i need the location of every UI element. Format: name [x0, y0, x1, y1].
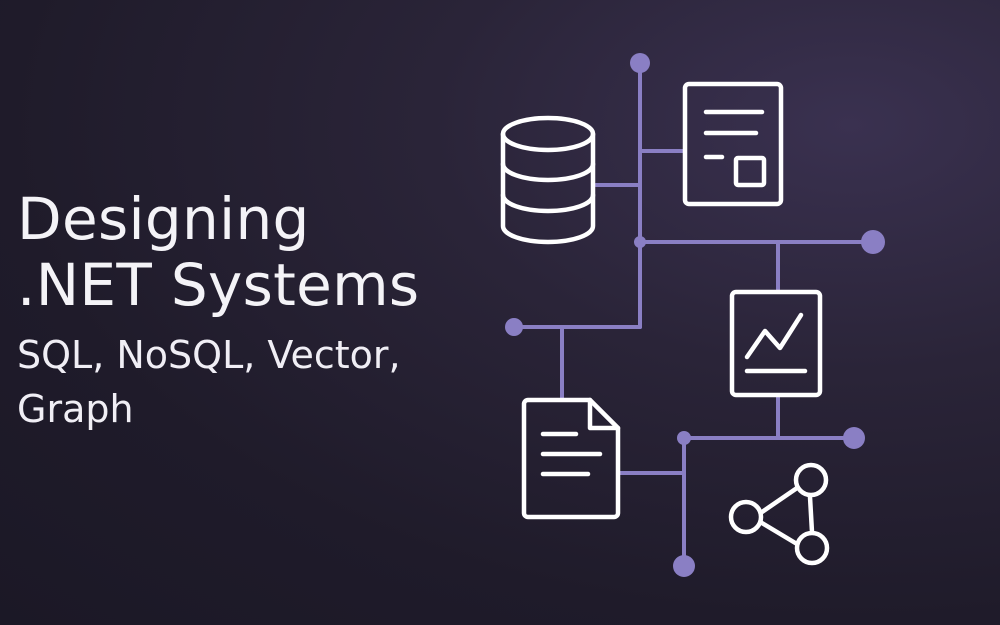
connector-lines	[512, 61, 875, 568]
document-form-icon	[682, 81, 784, 207]
node-right-upper	[861, 230, 885, 254]
node-left	[505, 318, 523, 336]
database-icon	[500, 115, 596, 245]
node-right-lower	[843, 427, 865, 449]
title-line-2: .NET Systems	[17, 251, 420, 319]
node-junction-middle	[634, 236, 646, 248]
node-bottom	[673, 555, 695, 577]
line-chart-icon	[729, 289, 823, 398]
title-line-1: Designing	[17, 185, 310, 253]
title-block: Designing .NET Systems SQL, NoSQL, Vecto…	[17, 186, 477, 436]
subtitle: SQL, NoSQL, Vector, Graph	[17, 333, 401, 431]
file-icon	[521, 397, 621, 520]
node-junction-lower	[677, 431, 691, 445]
connector-nodes	[505, 53, 885, 577]
node-top	[630, 53, 650, 73]
graph-network-icon	[728, 462, 830, 566]
